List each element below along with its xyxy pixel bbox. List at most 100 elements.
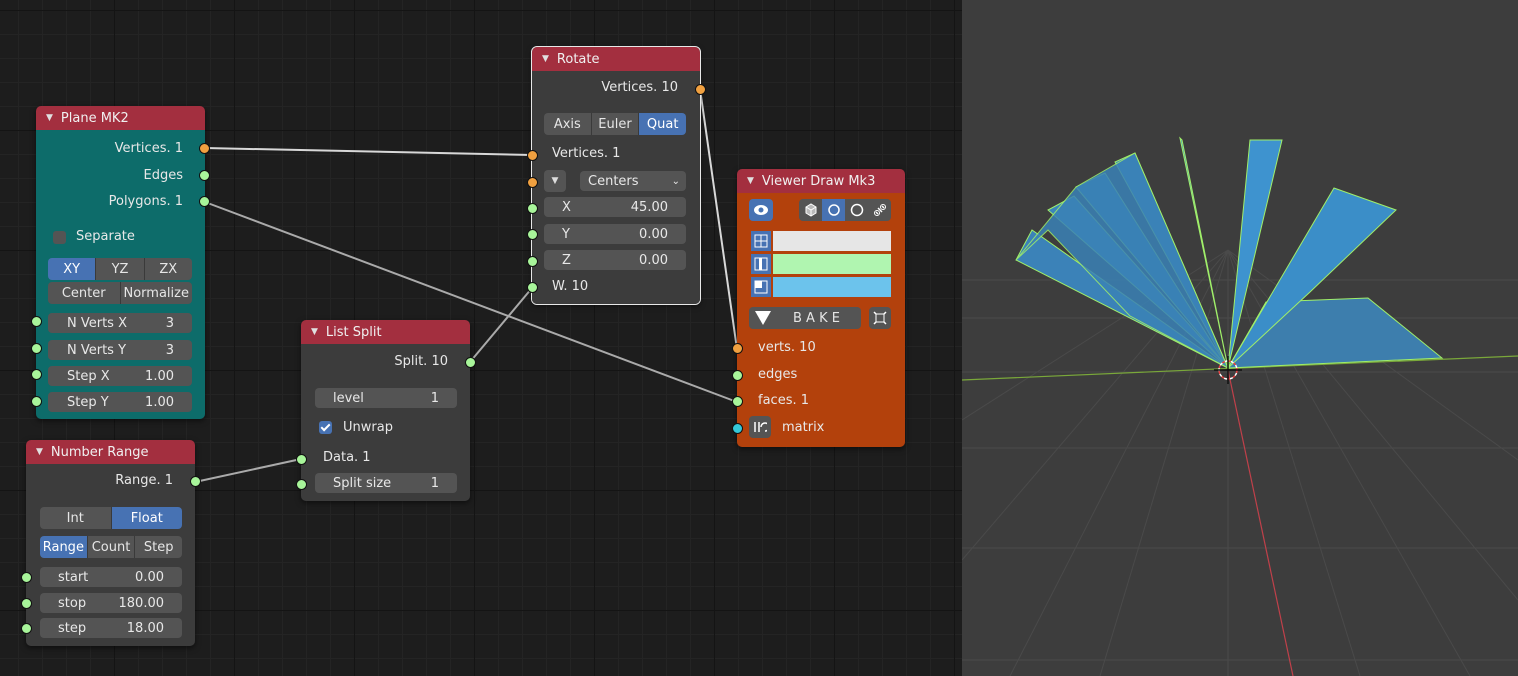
cube-shading-icon[interactable] [799, 199, 822, 221]
face-color-icon [751, 277, 771, 297]
separate-label: Separate [76, 229, 135, 244]
node-header[interactable]: ▼Viewer Draw Mk3 [737, 169, 905, 193]
tab-range[interactable]: Range [40, 536, 88, 558]
field-value: 45.00 [630, 199, 668, 215]
node-title: Rotate [556, 51, 600, 67]
center-mode-select[interactable]: Centers⌄ [580, 171, 686, 191]
socket-in-step-y[interactable] [31, 396, 42, 407]
separate-checkbox[interactable] [53, 231, 66, 244]
socket-in-faces[interactable] [732, 396, 743, 407]
face-color-swatch[interactable] [773, 277, 891, 297]
shading-mode-group [799, 199, 891, 221]
circle-icon[interactable] [845, 199, 868, 221]
collapse-triangle-icon[interactable]: ▼ [46, 113, 53, 123]
bake-button[interactable]: B A K E [749, 307, 861, 329]
bake-extra-icon[interactable] [869, 307, 891, 329]
collapse-triangle-icon[interactable]: ▼ [747, 176, 754, 186]
mode-tabs: Range Count Step [40, 536, 183, 558]
collapse-triangle-icon[interactable]: ▼ [311, 327, 318, 337]
socket-in-y[interactable] [527, 229, 538, 240]
socket-in-edges[interactable] [732, 370, 743, 381]
matrix-icon[interactable] [749, 416, 771, 438]
socket-in-z[interactable] [527, 256, 538, 267]
tab-int[interactable]: Int [40, 507, 112, 529]
socket-in-x[interactable] [527, 203, 538, 214]
socket-out-vertices[interactable] [695, 84, 706, 95]
rotation-mode-tabs: Axis Euler Quat [544, 113, 687, 135]
socket-out-split[interactable] [465, 357, 476, 368]
plane-face [1015, 152, 1230, 370]
node-header[interactable]: ▼Number Range [26, 440, 195, 464]
rotate-node[interactable]: ▼Rotate Vertices. 10 Axis Euler Quat Ver… [527, 46, 706, 305]
socket-in-matrix[interactable] [732, 423, 743, 434]
link-icon[interactable] [868, 199, 891, 221]
node-header[interactable]: ▼Plane MK2 [36, 106, 205, 130]
unwrap-checkbox[interactable] [319, 421, 332, 434]
socket-in-n-verts-x[interactable] [31, 316, 42, 327]
socket-in-vertices[interactable] [527, 150, 538, 161]
socket-in-step[interactable] [21, 623, 32, 634]
edge-color-swatch[interactable] [773, 254, 891, 274]
x-field[interactable]: X 45.00 [544, 197, 686, 217]
field-value: 3 [165, 342, 174, 358]
tab-axis[interactable]: Axis [544, 113, 592, 135]
input-data: Data. 1 [323, 450, 371, 465]
socket-out-polygons[interactable] [199, 196, 210, 207]
center-button[interactable]: Center [48, 282, 121, 304]
rotated-planes [1015, 136, 1444, 370]
normalize-button[interactable]: Normalize [120, 282, 192, 304]
number-range-node[interactable]: ▼Number Range Range. 1 Int Float Range C… [21, 440, 201, 646]
output-split: Split. 10 [394, 354, 448, 369]
socket-in-data[interactable] [296, 454, 307, 465]
node-header[interactable]: ▼ Rotate [532, 47, 700, 71]
socket-in-n-verts-y[interactable] [31, 343, 42, 354]
tab-float[interactable]: Float [111, 507, 182, 529]
node-editor[interactable]: ▼Plane MK2 Vertices. 1 Edges Polygons. 1… [0, 0, 962, 676]
center-mode-dropdown-toggle[interactable]: ▼ [544, 170, 566, 192]
socket-out-vertices[interactable] [199, 143, 210, 154]
eye-icon[interactable] [749, 199, 773, 221]
input-edges: edges [758, 367, 798, 382]
socket-in-step-x[interactable] [31, 369, 42, 380]
socket-in-center[interactable] [527, 177, 538, 188]
field-value: 1.00 [145, 368, 174, 384]
tab-zx[interactable]: ZX [144, 258, 192, 280]
tab-count[interactable]: Count [87, 536, 136, 558]
socket-in-split-size[interactable] [296, 479, 307, 490]
socket-in-start[interactable] [21, 572, 32, 583]
vert-color-swatch[interactable] [773, 231, 891, 251]
socket-out-range[interactable] [190, 476, 201, 487]
viewer-draw-node[interactable]: ▼Viewer Draw Mk3 [732, 169, 905, 447]
3d-viewport[interactable] [962, 0, 1518, 676]
plane-face [1179, 136, 1229, 369]
wire-icon[interactable] [822, 199, 845, 221]
x-axis-line [962, 355, 1518, 381]
socket-in-verts[interactable] [732, 343, 743, 354]
node-title: List Split [325, 324, 382, 340]
tab-quat[interactable]: Quat [639, 113, 687, 135]
tab-xy[interactable]: XY [48, 258, 97, 280]
plane-mk2-node[interactable]: ▼Plane MK2 Vertices. 1 Edges Polygons. 1… [31, 106, 210, 419]
tab-step[interactable]: Step [135, 536, 183, 558]
node-header[interactable]: ▼ List Split [301, 320, 470, 344]
socket-in-stop[interactable] [21, 598, 32, 609]
socket-out-edges[interactable] [199, 170, 210, 181]
tab-euler[interactable]: Euler [591, 113, 640, 135]
tab-yz[interactable]: YZ [96, 258, 145, 280]
socket-in-w[interactable] [527, 282, 538, 293]
collapse-triangle-icon[interactable]: ▼ [36, 447, 43, 457]
field-label: X [562, 199, 571, 215]
collapse-triangle-icon[interactable]: ▼ [542, 54, 549, 64]
